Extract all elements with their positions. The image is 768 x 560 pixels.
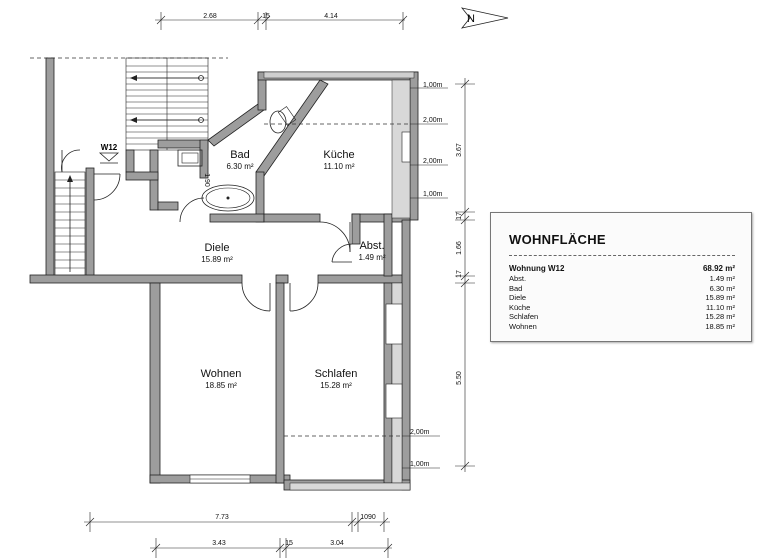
window-dimensions: 1,00m 2,00m 2,00m 1,00m 2,00m 1,00m: [402, 82, 448, 469]
top-dimension-chain: 2.68 15 4.14: [155, 12, 408, 30]
bathtub-icon: [201, 184, 255, 212]
svg-text:11.10 m²: 11.10 m²: [324, 162, 355, 171]
svg-text:1,00m: 1,00m: [423, 191, 443, 198]
svg-text:Schlafen: Schlafen: [315, 368, 358, 380]
svg-text:2,00m: 2,00m: [410, 429, 430, 436]
area-legend: WOHNFLÄCHE Wohnung W12 68.92 m² Abst. 1.…: [490, 212, 752, 342]
bottom-dimension-chain: 7.73 1090 3.43 15 3.04: [84, 512, 393, 558]
svg-text:2,00m: 2,00m: [423, 158, 443, 165]
north-letter: N: [467, 13, 475, 25]
dim-top-a: 2.68: [203, 13, 217, 20]
legend-divider: [509, 255, 735, 256]
north-arrow-icon: N: [460, 7, 509, 29]
legend-row: Bad 6.30 m²: [509, 283, 735, 293]
right-dimension-chain: 3.67 17 1.66 17 5.50: [455, 78, 475, 472]
svg-text:1,00m: 1,00m: [423, 82, 443, 89]
room-wohnen: Wohnen 18.85 m²: [201, 368, 242, 390]
windows: [189, 131, 411, 484]
svg-text:18.85 m²: 18.85 m²: [205, 381, 237, 390]
svg-text:15.89 m²: 15.89 m²: [201, 255, 233, 264]
dim-top-c: 4.14: [324, 13, 338, 20]
svg-text:Bad: Bad: [230, 149, 250, 161]
walls: [29, 71, 419, 491]
room-schlafen: Schlafen 15.28 m²: [315, 368, 358, 390]
svg-text:17: 17: [456, 212, 463, 220]
dim-top-b: 15: [262, 13, 270, 20]
svg-text:3.04: 3.04: [330, 540, 344, 547]
legend-row: Schlafen 15.28 m²: [509, 312, 735, 322]
legend-row: Abst. 1.49 m²: [509, 274, 735, 283]
sink-icon: [177, 149, 203, 167]
svg-text:1090: 1090: [360, 514, 376, 521]
legend-total-row: Wohnung W12 68.92 m²: [509, 264, 735, 273]
svg-text:2,00m: 2,00m: [423, 117, 443, 124]
room-diele: Diele 15.89 m²: [201, 242, 233, 264]
svg-text:W12: W12: [101, 143, 118, 152]
room-bad: Bad 6.30 m²: [226, 149, 253, 171]
dim-bath-width: 1.90: [203, 173, 210, 187]
toilet-icon: [269, 106, 297, 134]
svg-text:3.43: 3.43: [212, 540, 226, 547]
svg-text:Küche: Küche: [323, 149, 354, 161]
room-kueche: Küche 11.10 m²: [323, 149, 354, 171]
legend-row: Diele 15.89 m²: [509, 293, 735, 303]
legend-title: WOHNFLÄCHE: [509, 232, 606, 247]
svg-text:6.30 m²: 6.30 m²: [226, 162, 253, 171]
doors: [93, 173, 353, 312]
svg-text:1.66: 1.66: [456, 241, 463, 255]
svg-text:17: 17: [456, 270, 463, 278]
svg-text:1,00m: 1,00m: [410, 461, 430, 468]
svg-text:15.28 m²: 15.28 m²: [320, 381, 352, 390]
svg-text:Diele: Diele: [204, 242, 229, 254]
legend-row: Wohnen 18.85 m²: [509, 321, 735, 331]
room-abst: Abst. 1.49 m²: [358, 240, 385, 262]
unit-label: W12: [98, 143, 120, 164]
svg-text:5.50: 5.50: [456, 371, 463, 385]
svg-text:Abst.: Abst.: [359, 240, 384, 252]
svg-text:1.49 m²: 1.49 m²: [358, 253, 385, 262]
svg-text:Wohnen: Wohnen: [201, 368, 242, 380]
svg-text:7.73: 7.73: [215, 514, 229, 521]
svg-text:15: 15: [285, 540, 293, 547]
legend-row: Küche 11.10 m²: [509, 302, 735, 312]
svg-text:3.67: 3.67: [456, 143, 463, 157]
staircase: [54, 57, 209, 277]
